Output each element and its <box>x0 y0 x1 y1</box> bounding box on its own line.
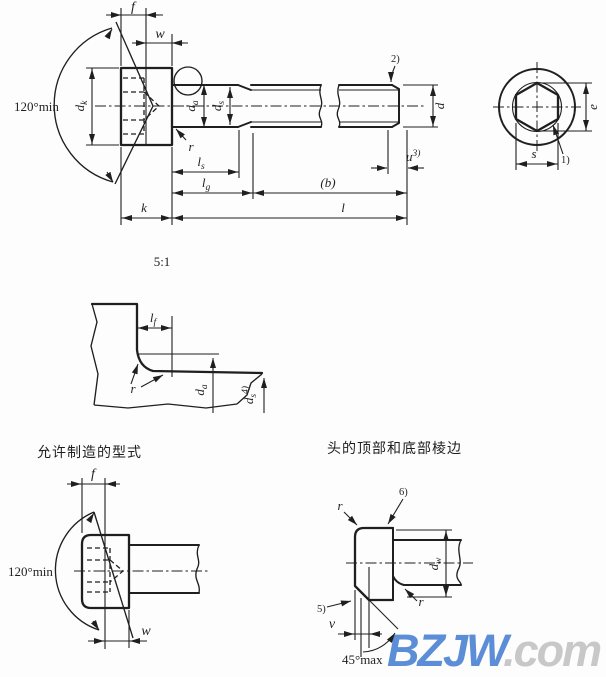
thread-runout-taper <box>237 84 252 128</box>
detail-scale-label: 5:1 <box>154 254 171 269</box>
thread-root-lines <box>251 89 398 123</box>
thread-crest-lines <box>250 84 393 128</box>
hex-socket-hidden-lines <box>123 77 160 135</box>
allowed-form-title: 允许制造的型式 <box>37 445 142 461</box>
head-edges-title: 头的顶部和底部棱边 <box>327 441 462 457</box>
cone-construction-lines <box>114 21 154 185</box>
edge-r-bottom-leader <box>404 588 418 602</box>
alt-shank-lines <box>128 544 200 594</box>
dk-label: dk <box>72 100 90 112</box>
f-w-extension-lines <box>120 8 173 145</box>
ds-label: ds <box>209 101 227 112</box>
allowed-form-view: 允许制造的型式 120°min f w <box>8 445 210 649</box>
fillet-profile-outline <box>90 302 264 375</box>
d-label: d <box>432 102 447 109</box>
angle-arc <box>53 27 114 183</box>
alt-f-label: f <box>91 467 97 482</box>
main-side-view: 120°min f w dk r da ds <box>14 0 447 225</box>
alt-shank-break <box>195 544 200 594</box>
length-extension-lines <box>120 130 408 225</box>
edge-underhead-fillet <box>392 575 405 586</box>
detail-da-label: da <box>192 384 210 396</box>
v-label: v <box>329 617 336 632</box>
break-lines <box>318 84 341 128</box>
screw-head-outline <box>119 66 174 147</box>
s-label: s <box>531 146 536 161</box>
watermark-tld: .com <box>503 625 601 676</box>
alt-angle-arc <box>54 511 100 631</box>
d-extension-lines <box>403 84 438 128</box>
alt-w-label: w <box>141 624 151 639</box>
k-label: k <box>141 200 147 215</box>
dw-extension-lines <box>396 529 452 598</box>
angle-arc-arrow-bottom <box>105 171 114 183</box>
detail-r-label: r <box>130 381 136 396</box>
watermark-brand: BZJW <box>387 625 512 676</box>
angle-45-label: 45°max <box>342 652 383 667</box>
footnote-2-label: 2) <box>391 54 400 65</box>
head-edges-view: 头的顶部和底部棱边 v 45°max dw r 6) 5) r <box>317 441 473 667</box>
w-label: w <box>155 27 165 42</box>
break-out-edges <box>90 303 263 409</box>
l-label: l <box>341 200 345 215</box>
angle-min-label: 120°min <box>14 99 59 114</box>
e-label: e <box>585 104 600 110</box>
b-label: (b) <box>320 175 335 190</box>
dw-label: dw <box>426 557 444 571</box>
alt-construction-lines <box>81 478 106 649</box>
r-label: r <box>188 139 194 154</box>
e-extension-lines <box>541 82 592 132</box>
alt-head-outline <box>80 533 131 610</box>
footnote-6-leader <box>387 498 404 525</box>
alt-angle-label: 120°min <box>8 564 53 579</box>
da-label: da <box>183 100 201 112</box>
detail-r-leader-2 <box>140 374 164 388</box>
alt-arc-arrow-bottom <box>90 620 100 631</box>
edge-shank-lines <box>392 539 462 586</box>
edge-construction-lines <box>354 567 370 657</box>
detail-r-leader-1 <box>130 363 139 385</box>
alt-cone-line <box>93 511 134 639</box>
angle-45-arc <box>362 632 396 653</box>
edge-r-bottom-label: r <box>418 594 424 609</box>
detail-indicator-circle <box>173 66 203 96</box>
footnote-1-leader <box>552 124 564 155</box>
footnote-6-label: 6) <box>399 487 408 498</box>
detail-ds-label: ds4) <box>240 386 259 404</box>
lg-label: lg <box>202 175 211 193</box>
edge-r-top-leader <box>343 511 358 526</box>
footnote-2-leader <box>388 65 396 83</box>
footnote-5-leader <box>326 600 352 608</box>
r-leader <box>175 128 187 141</box>
footnote-1-label: 1) <box>561 155 570 166</box>
edge-shank-break <box>456 539 462 586</box>
alt-arc-arrow-top <box>86 512 95 524</box>
end-view: e s 1) <box>493 62 600 170</box>
watermark: BZJW.com <box>387 625 601 676</box>
lf-label: lf <box>150 310 158 328</box>
alt-socket-hidden-lines <box>87 547 125 593</box>
thread-end-chamfer <box>391 84 400 128</box>
f-label: f <box>131 0 137 15</box>
u-label: u3) <box>406 148 420 164</box>
detail-view-5to1: 5:1 lf r da ds4) <box>90 254 267 413</box>
ls-label: ls <box>197 154 205 172</box>
chamfer-45-line <box>354 585 399 630</box>
footnote-5-label: 5) <box>317 604 326 615</box>
end-view-centerlines <box>493 62 581 152</box>
edge-head-outline <box>353 526 395 602</box>
edge-r-top-label: r <box>337 498 343 513</box>
angle-arc-arrow-top <box>104 28 113 40</box>
